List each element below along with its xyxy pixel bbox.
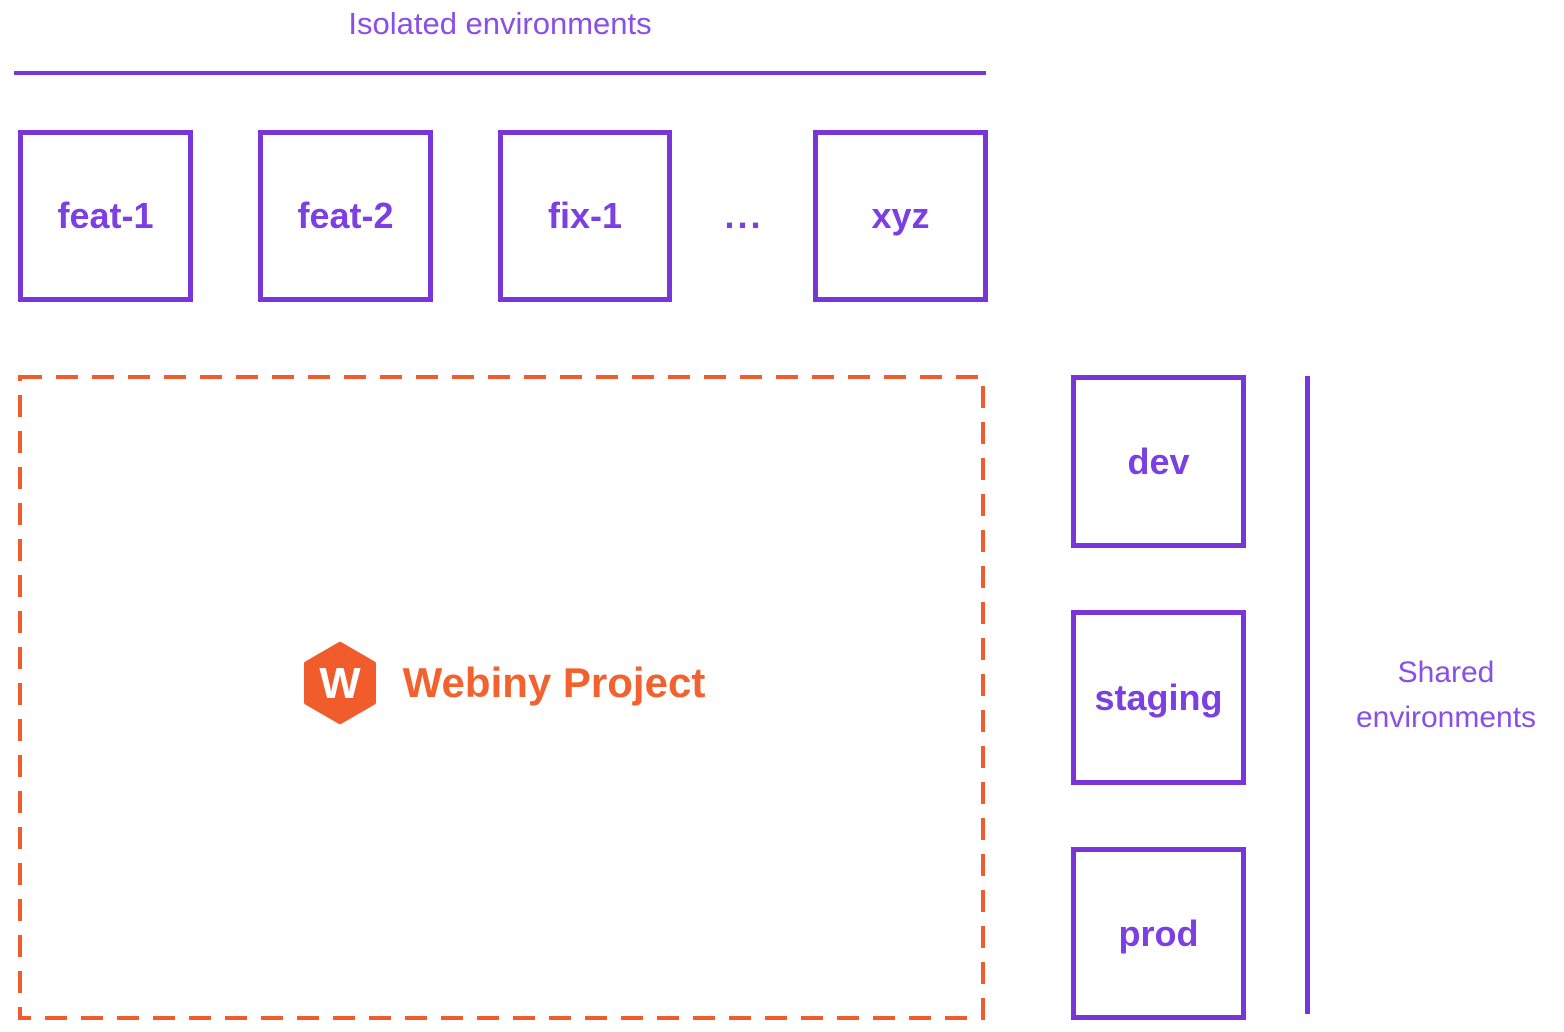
env-box-label: xyz: [871, 195, 930, 236]
env-box-label: feat-1: [57, 195, 154, 236]
webiny-project: W Webiny Project: [18, 375, 985, 1020]
env-box-feat-2: feat-2: [258, 130, 433, 302]
ellipsis-icon: ...: [724, 195, 764, 236]
webiny-logo-icon: W: [303, 641, 376, 724]
webiny-logo-letter: W: [319, 659, 361, 708]
isolated-environments-underline: [14, 71, 986, 75]
env-box-staging: staging: [1071, 610, 1246, 785]
shared-title-line-2: environments: [1355, 701, 1537, 734]
env-box-label: prod: [1118, 912, 1199, 954]
shared-environments-title: Shared environments: [1328, 650, 1564, 740]
env-box-fix-1: fix-1: [498, 130, 672, 302]
env-box-xyz: xyz: [813, 130, 988, 302]
env-box-label: dev: [1127, 440, 1190, 482]
webiny-project-dashed-border: [18, 375, 985, 1020]
env-box-feat-1: feat-1: [18, 130, 193, 302]
isolated-environments-title: Isolated environments: [348, 6, 652, 41]
env-box-label: feat-2: [297, 195, 394, 236]
env-box-dev: dev: [1071, 375, 1246, 548]
shared-environments-divider: [1305, 376, 1310, 1014]
env-box-label: staging: [1094, 676, 1223, 718]
env-box-prod: prod: [1071, 847, 1246, 1020]
project-name: Webiny Project: [402, 658, 706, 706]
env-box-label: fix-1: [547, 195, 623, 236]
shared-title-line-1: Shared: [1397, 656, 1495, 689]
